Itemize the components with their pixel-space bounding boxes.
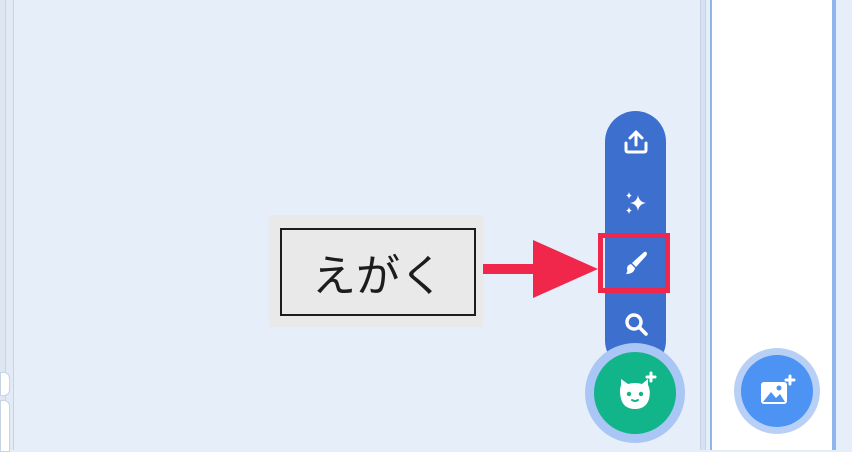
left-panel-edge (0, 0, 6, 450)
choose-sprite-main-button[interactable] (594, 352, 676, 434)
choose-backdrop-button[interactable] (741, 355, 813, 427)
stage-panel-edge (834, 0, 852, 450)
choose-sprite-button[interactable] (605, 302, 666, 346)
sparkles-icon (625, 192, 646, 214)
cat-plus-icon (620, 371, 657, 409)
left-panel-corner (0, 372, 10, 396)
callout-label: えがく (280, 228, 476, 316)
callout-arrow (483, 240, 598, 298)
image-plus-icon (761, 374, 796, 404)
left-panel-scrollbar[interactable] (6, 0, 14, 450)
left-panel-corner-lower (0, 400, 10, 452)
paint-button-highlight (598, 233, 670, 293)
upload-sprite-button[interactable] (605, 120, 666, 164)
upload-icon (624, 130, 647, 154)
pane-divider (700, 0, 706, 450)
paintbrush-icon (625, 251, 647, 274)
surprise-sprite-button[interactable] (605, 181, 666, 225)
search-icon (624, 313, 648, 336)
paint-sprite-button[interactable] (605, 241, 666, 285)
